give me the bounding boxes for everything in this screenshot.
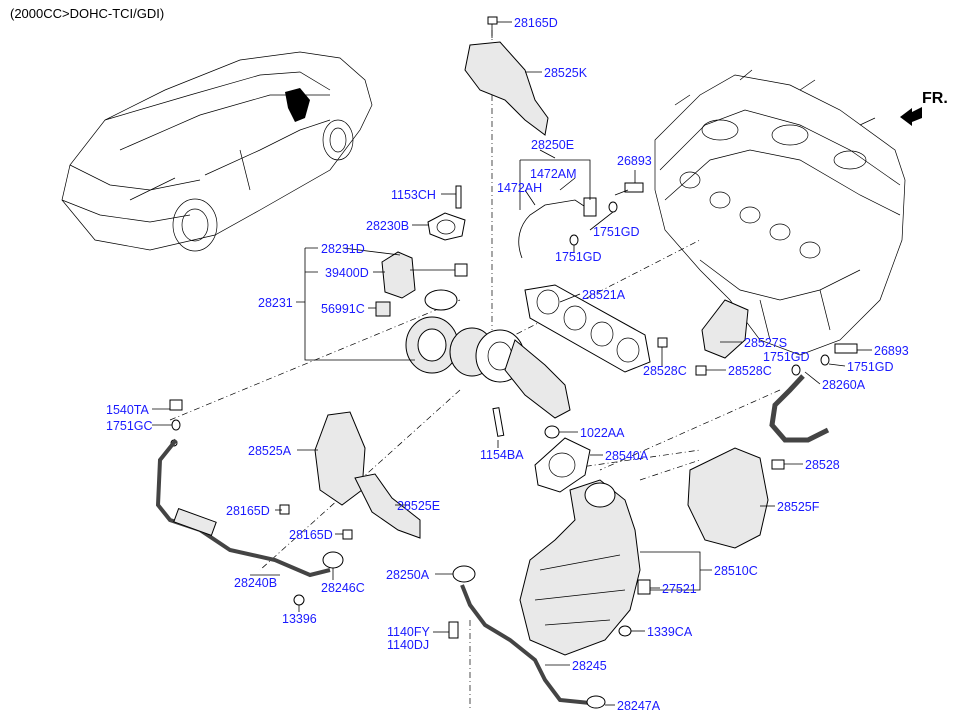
label-1751gc: 1751GC xyxy=(106,419,153,433)
stud-1153ch xyxy=(455,185,462,209)
label-1140dj: 1140DJ xyxy=(387,638,429,652)
bolt-28165d-lower-a xyxy=(279,504,290,515)
engine-spec-caption: (2000CC>DOHC-TCI/GDI) xyxy=(10,6,165,21)
label-28250e: 28250E xyxy=(531,138,574,152)
pipe-bracket-28250e xyxy=(583,197,597,217)
label-28165d-top: 28165D xyxy=(514,16,558,30)
sensor-56991c xyxy=(375,301,391,317)
label-28230b: 28230B xyxy=(366,219,409,233)
label-1751gd-a: 1751GD xyxy=(593,225,640,239)
nut-1339ca xyxy=(618,625,632,637)
bolt-28165d-lower-b xyxy=(342,529,353,540)
part-number-labels: 28165D 28525K 28250E 1472AM 1472AH 26893… xyxy=(106,16,909,713)
label-56991c: 56991C xyxy=(321,302,365,316)
gasket-28246c xyxy=(322,551,344,569)
label-28527s: 28527S xyxy=(744,336,787,350)
label-28521a: 28521A xyxy=(582,288,626,302)
hose-28240b xyxy=(173,507,217,537)
label-28247a: 28247A xyxy=(617,699,661,713)
label-1472ah: 1472AH xyxy=(497,181,542,195)
label-1540ta: 1540TA xyxy=(106,403,150,417)
label-1154ba: 1154BA xyxy=(480,448,524,462)
label-1751gd-c: 1751GD xyxy=(763,350,810,364)
label-28240b: 28240B xyxy=(234,576,277,590)
label-1751gd-b: 1751GD xyxy=(555,250,602,264)
car-turbo-location-marker xyxy=(285,88,310,122)
label-13396: 13396 xyxy=(282,612,317,626)
oil-feed-pipe-28250e xyxy=(518,199,591,259)
nut-13396 xyxy=(293,594,305,606)
turbocharger-28231 xyxy=(405,289,571,419)
label-28525f: 28525F xyxy=(777,500,820,514)
label-1153ch: 1153CH xyxy=(391,188,436,202)
label-28250a: 28250A xyxy=(386,568,430,582)
label-28540a: 28540A xyxy=(605,449,649,463)
label-28510c: 28510C xyxy=(714,564,758,578)
bolt-1540ta xyxy=(169,399,183,447)
label-28525a: 28525A xyxy=(248,444,292,458)
label-28525k: 28525K xyxy=(544,66,588,80)
front-direction-label: FR. xyxy=(922,90,948,107)
car-illustration xyxy=(61,51,373,252)
gasket-28540a xyxy=(534,437,591,493)
heat-shield-28525f xyxy=(687,447,769,549)
label-28260a: 28260A xyxy=(822,378,866,392)
label-28165d-b: 28165D xyxy=(226,504,270,518)
label-28528c-a: 28528C xyxy=(643,364,687,378)
label-28165d-c: 28165D xyxy=(289,528,333,542)
gasket-28250a xyxy=(452,565,476,583)
oil-pipe-28245 xyxy=(460,584,591,705)
label-28246c: 28246C xyxy=(321,581,365,595)
engine-block-illustration xyxy=(654,69,906,356)
label-26893-right: 26893 xyxy=(874,344,909,358)
bolt-28165d-top xyxy=(487,16,498,38)
catalytic-converter-28510c xyxy=(519,479,651,656)
bolts-28528c xyxy=(657,337,707,376)
bolt-28528 xyxy=(771,459,785,470)
label-27521: 27521 xyxy=(662,582,697,596)
label-39400d: 39400D xyxy=(325,266,369,280)
label-1022aa: 1022AA xyxy=(580,426,625,440)
label-1751gd-d: 1751GD xyxy=(847,360,894,374)
bracket-28527s xyxy=(701,299,749,359)
label-28231d: 28231D xyxy=(321,242,365,256)
nut-1022aa xyxy=(544,425,560,439)
wastegate-actuator-39400d xyxy=(381,251,468,299)
heat-shield-28525a xyxy=(314,411,366,506)
banjo-bolt-26893-top xyxy=(569,182,644,246)
label-28245: 28245 xyxy=(572,659,607,673)
label-28528c-b: 28528C xyxy=(728,364,772,378)
front-arrow-icon xyxy=(900,107,922,126)
label-1472am: 1472AM xyxy=(530,167,577,181)
gasket-28230b xyxy=(427,212,466,241)
label-28528: 28528 xyxy=(805,458,840,472)
manifold-gasket-28521a xyxy=(524,284,651,373)
heat-shield-28525k xyxy=(464,41,549,136)
oil-return-pipe-28260a xyxy=(769,374,830,443)
banjo-bolt-26893-right xyxy=(791,343,858,376)
label-28525e: 28525E xyxy=(397,499,440,513)
label-1140fy: 1140FY xyxy=(387,625,431,639)
bolt-1140fy xyxy=(448,621,459,639)
gasket-28247a xyxy=(586,695,606,709)
label-26893-top: 26893 xyxy=(617,154,652,168)
label-28231: 28231 xyxy=(258,296,293,310)
label-leader-lines xyxy=(152,21,872,706)
label-1339ca: 1339CA xyxy=(647,625,693,639)
stud-1154ba xyxy=(492,407,505,437)
heat-shield-28525e xyxy=(354,473,421,539)
